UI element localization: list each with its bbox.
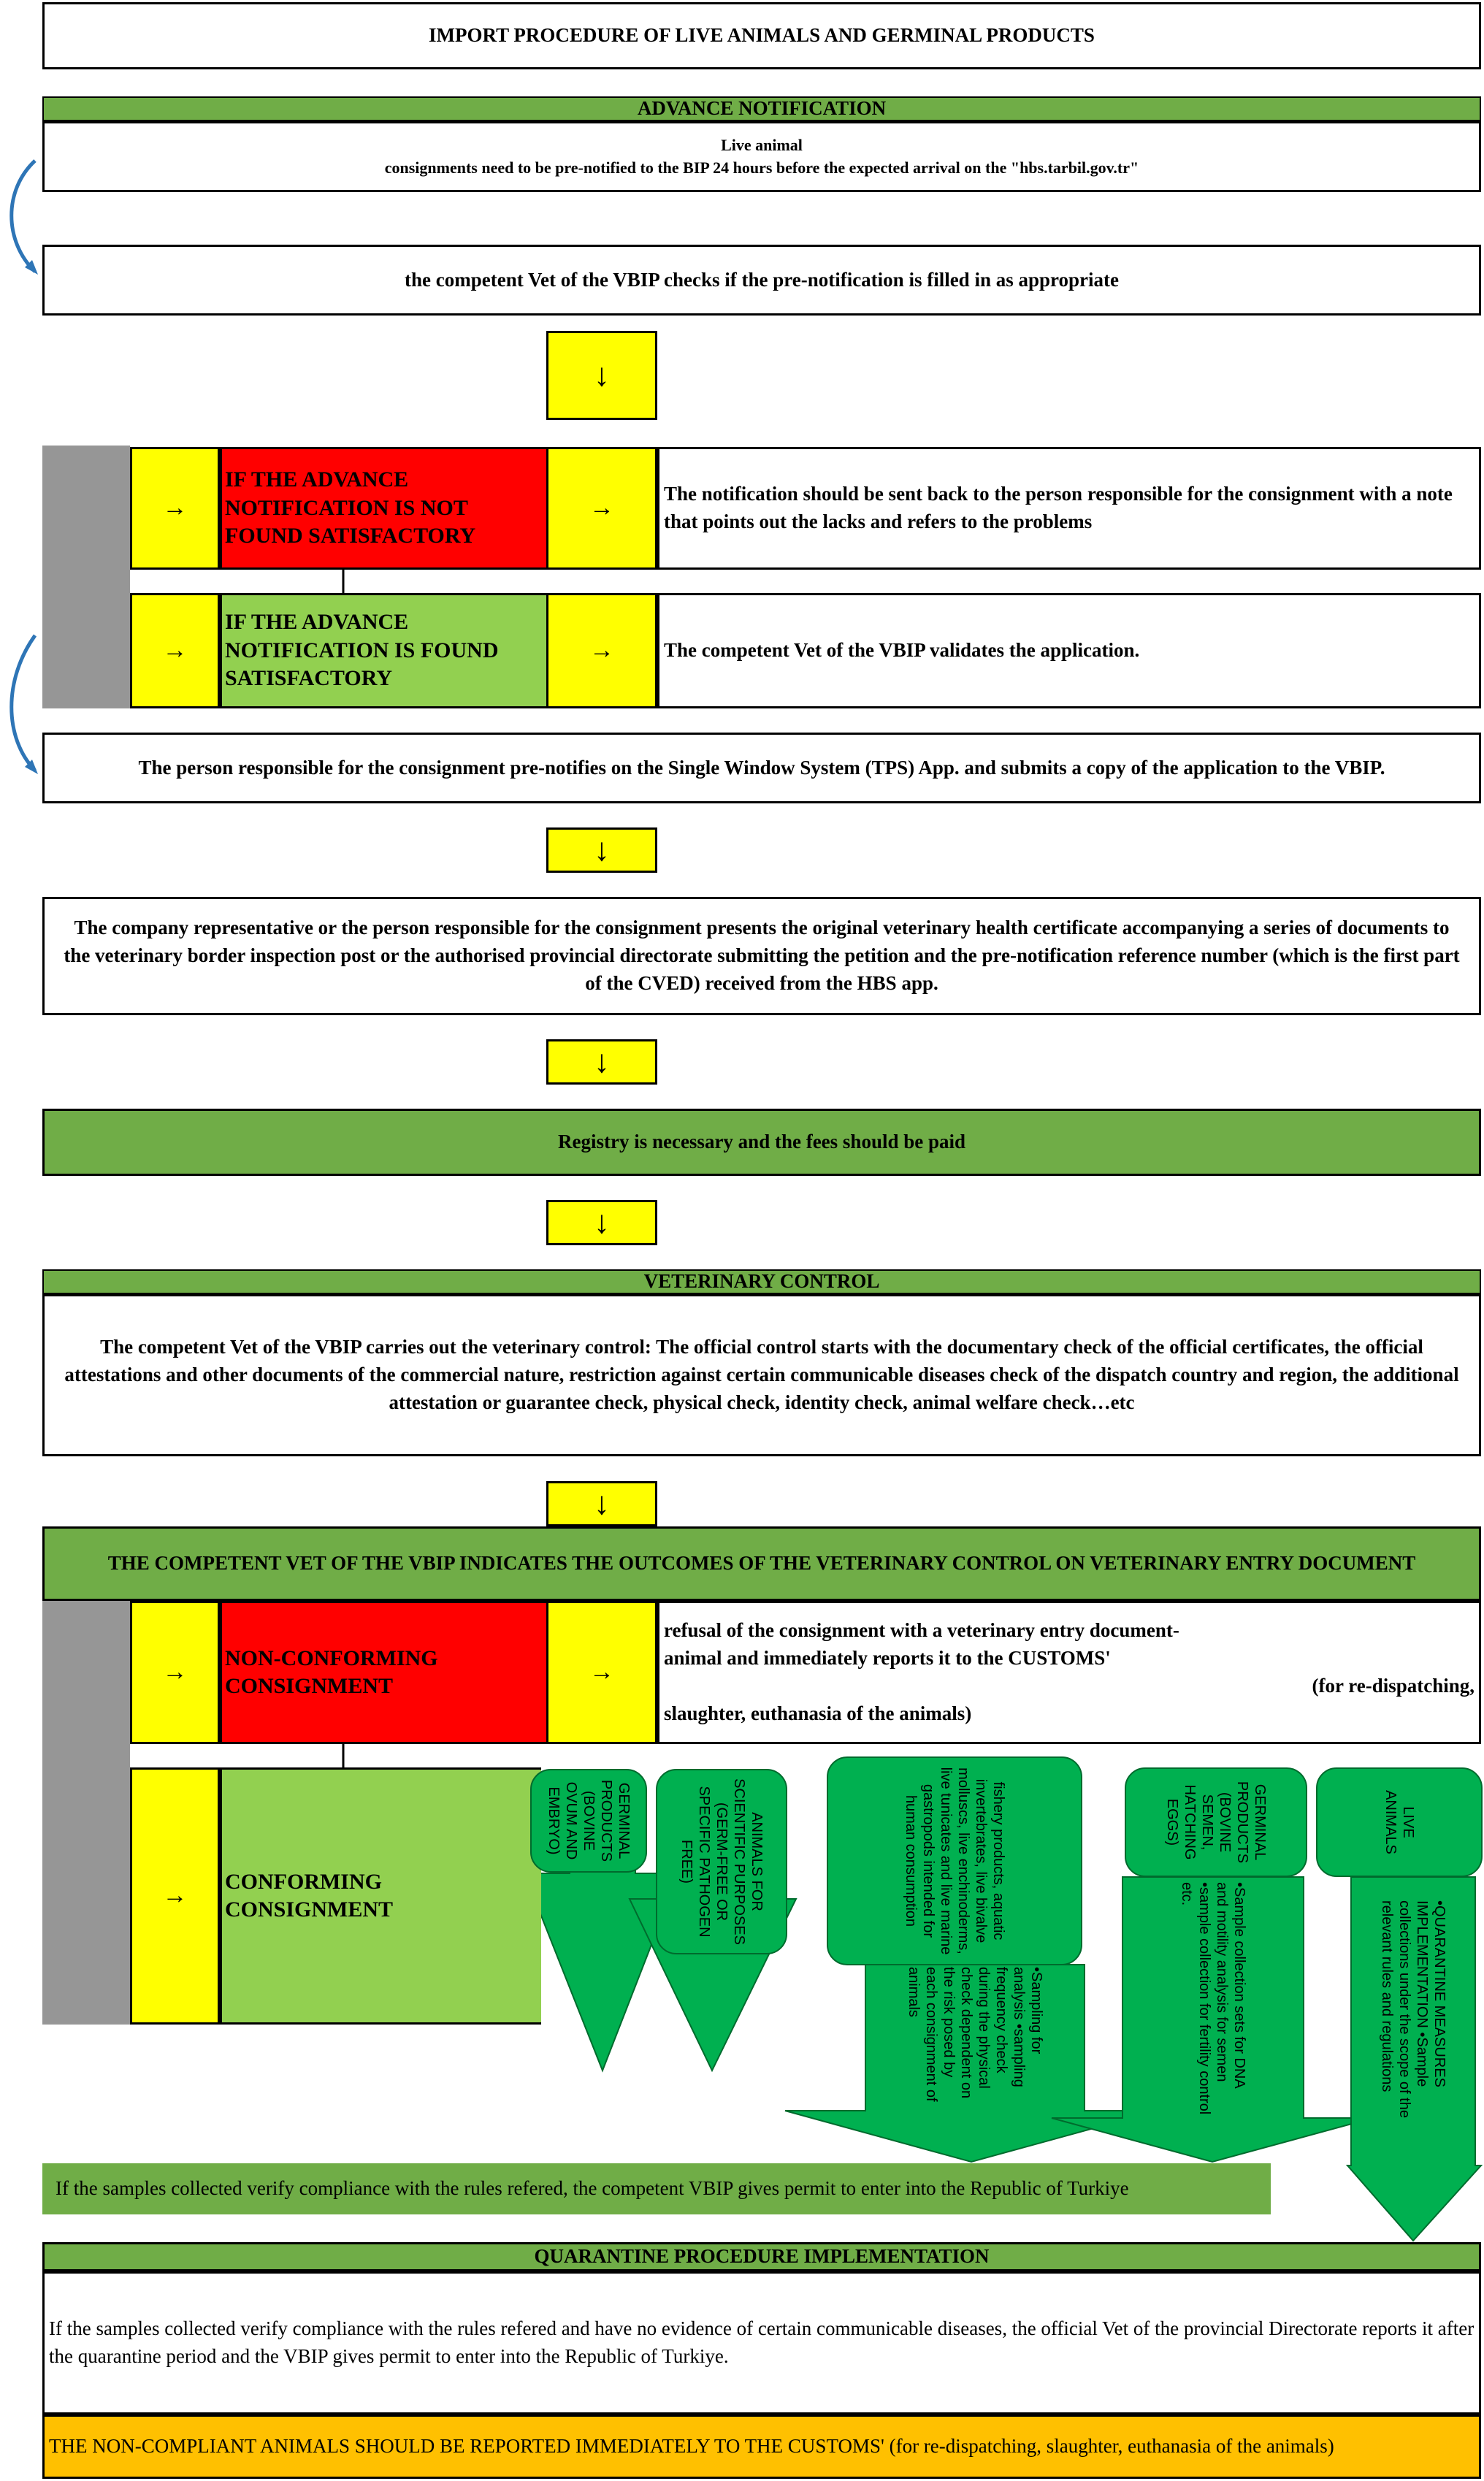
veterinary-control-header: VETERINARY CONTROL [42, 1269, 1481, 1294]
category-top-2: ANIMALS FOR SCIENTIFIC PURPOSES (GERM-FR… [656, 1769, 787, 1954]
vet-checks-box: the competent Vet of the VBIP checks if … [42, 245, 1481, 316]
gray-bracket-2 [42, 1601, 130, 2025]
row-arrow-2a: → [130, 593, 220, 708]
quarantine-box: If the samples collected verify complian… [42, 2271, 1481, 2415]
category-top-4: GERMINAL PRODUCTS (BOVINE SEMEN, HATCHIN… [1125, 1767, 1307, 1877]
page-title: IMPORT PROCEDURE OF LIVE ANIMALS AND GER… [42, 2, 1481, 69]
not-satisfactory-result: The notification should be sent back to … [657, 447, 1481, 570]
row-arrow-1b: → [546, 447, 657, 570]
green-arrow-4 [1051, 1876, 1374, 2163]
category-bottom-4: •Sample collection sets for DNA and moti… [1179, 1882, 1247, 2115]
non-conforming-result-line3: slaughter, euthanasia of the animals) [664, 1702, 972, 1724]
gray-bracket-1 [42, 446, 130, 708]
veterinary-control-box: The competent Vet of the VBIP carries ou… [42, 1294, 1481, 1456]
conforming-label: CONFORMING CONSIGNMENT [220, 1767, 541, 2025]
advance-notification-header: ADVANCE NOTIFICATION [42, 96, 1481, 121]
down-arrow-1: ↓ [546, 331, 657, 420]
green-arrow-3 [784, 1964, 1158, 2163]
registry-box: Registry is necessary and the fees shoul… [42, 1109, 1481, 1176]
category-top-3: fishery products, aquatic invertebrates,… [827, 1756, 1082, 1965]
advance-notification-line1: Live animal [721, 135, 803, 154]
advance-notification-box: Live animal consignments need to be pre-… [42, 121, 1481, 192]
quarantine-header: QUARANTINE PROCEDURE IMPLEMENTATION [42, 2242, 1481, 2271]
curved-arrow-2-head [25, 760, 38, 774]
category-bottom-5: •QUARANTINE MEASURES IMPLEMENTATION •Sam… [1379, 1900, 1447, 2118]
satisfactory-label: IF THE ADVANCE NOTIFICATION IS FOUND SAT… [220, 593, 548, 708]
down-arrow-3: ↓ [546, 1039, 657, 1085]
not-satisfactory-label: IF THE ADVANCE NOTIFICATION IS NOT FOUND… [220, 447, 548, 570]
green-arrow-5 [1345, 1876, 1483, 2242]
curved-arrow-1-head [25, 260, 38, 275]
non-compliant-box: THE NON-COMPLIANT ANIMALS SHOULD BE REPO… [42, 2415, 1481, 2479]
category-top-5: LIVE ANIMALS [1316, 1767, 1483, 1877]
non-conforming-result-line2: (for re-dispatching, [1312, 1675, 1475, 1697]
row-arrow-2b: → [546, 593, 657, 708]
non-conforming-result: refusal of the consignment with a veteri… [657, 1601, 1481, 1744]
permit-samples-box: If the samples collected verify complian… [42, 2163, 1271, 2214]
curved-arrow-2 [9, 634, 37, 772]
row-arrow-4a: → [130, 1767, 220, 2025]
row-arrow-3a: → [130, 1601, 220, 1744]
down-arrow-4: ↓ [546, 1200, 657, 1245]
category-top-1: GERMINAL PRODUCTS (BOVINE OVUM AND EMBRY… [530, 1769, 647, 1873]
outcomes-header: THE COMPETENT VET OF THE VBIP INDICATES … [42, 1526, 1481, 1601]
down-arrow-5: ↓ [546, 1481, 657, 1526]
row-arrow-3b: → [546, 1601, 657, 1744]
category-bottom-3: •Sampling for analysis •sampling frequen… [906, 1966, 1044, 2102]
curved-arrow-1 [9, 159, 37, 273]
non-conforming-result-line1: refusal of the consignment with a veteri… [664, 1619, 1179, 1670]
non-conforming-label: NON-CONFORMING CONSIGNMENT [220, 1601, 548, 1744]
row-arrow-1a: → [130, 447, 220, 570]
down-arrow-2: ↓ [546, 827, 657, 873]
satisfactory-result: The competent Vet of the VBIP validates … [657, 593, 1481, 708]
company-step-box: The company representative or the person… [42, 897, 1481, 1015]
tps-step-box: The person responsible for the consignme… [42, 733, 1481, 803]
advance-notification-line2: consignments need to be pre-notified to … [384, 158, 1139, 177]
